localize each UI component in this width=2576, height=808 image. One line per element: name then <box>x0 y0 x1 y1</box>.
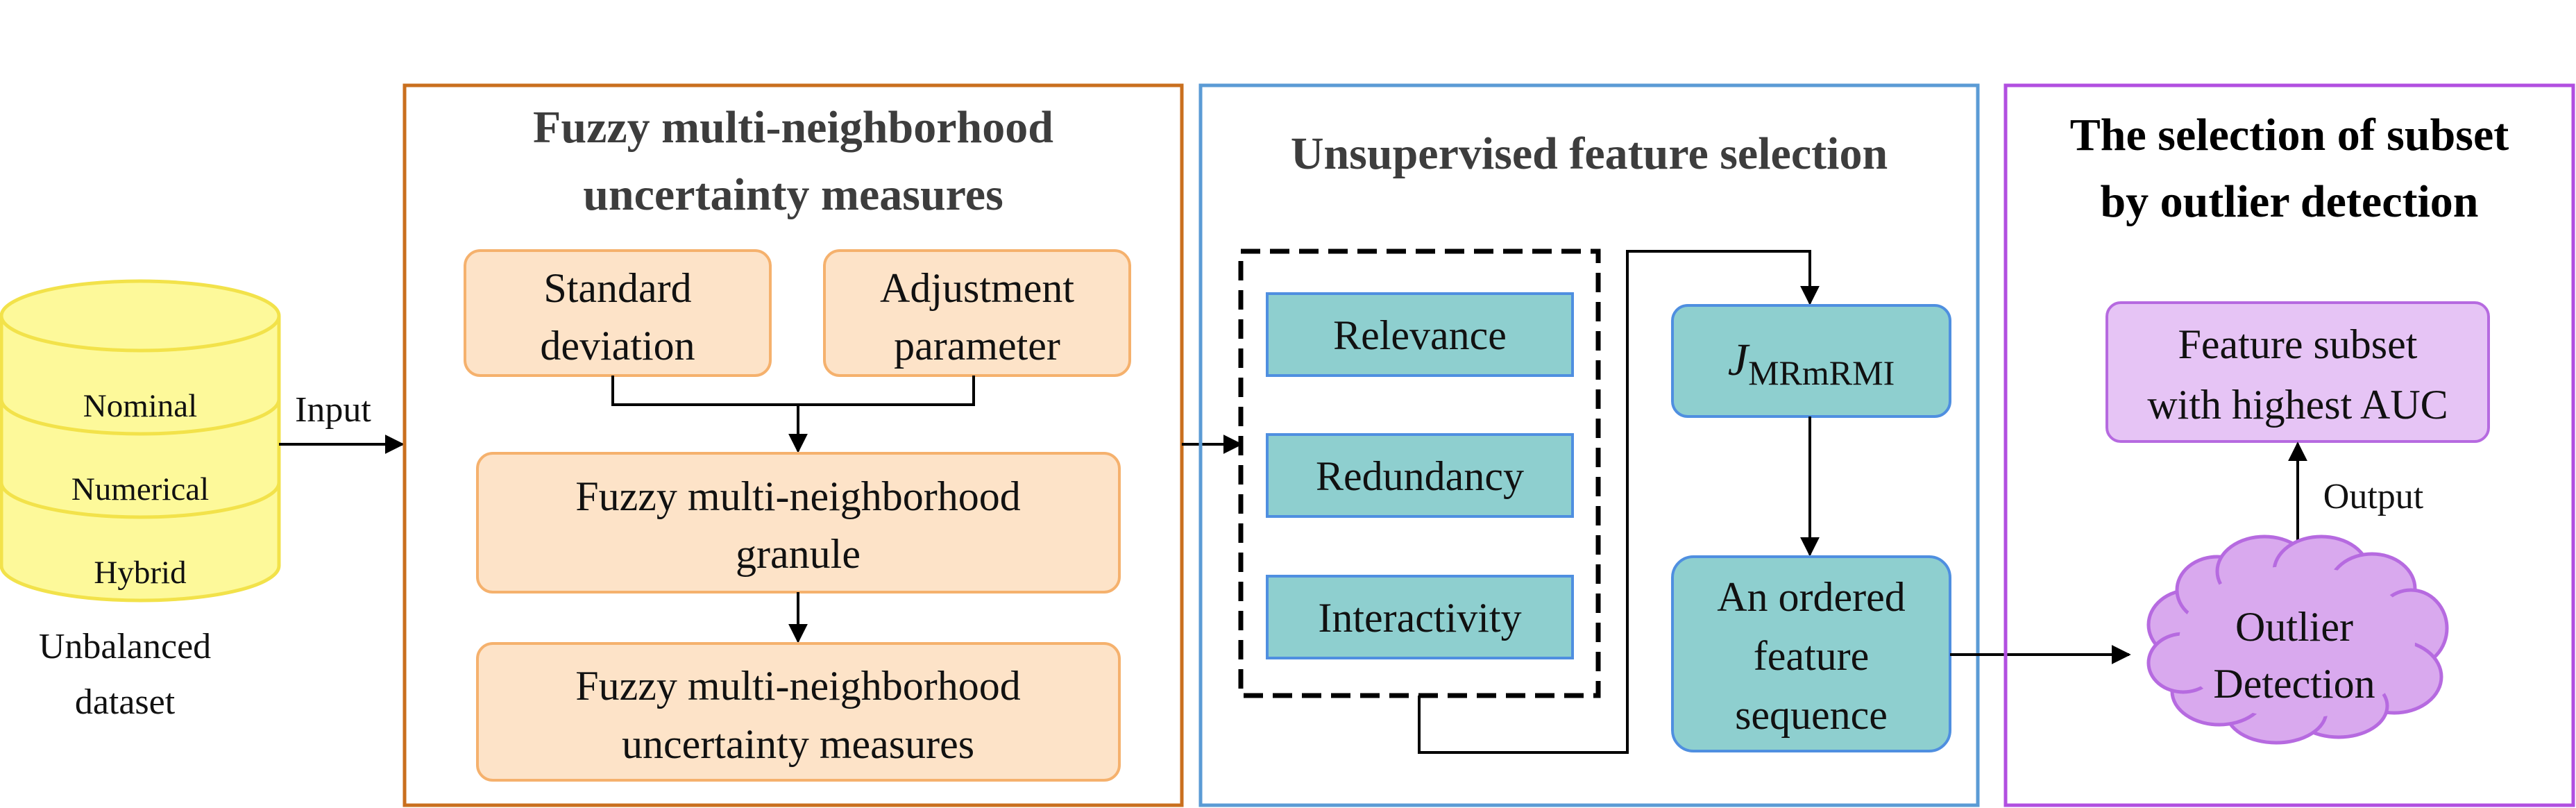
input-label: Input <box>295 390 371 430</box>
dataset-layer-hybrid: Hybrid <box>94 555 186 591</box>
ordered-sequence-line3: sequence <box>1735 692 1888 738</box>
outlier-detection-line2: Detection <box>2213 661 2375 707</box>
uncertainty-measures-line2: uncertainty measures <box>622 721 974 767</box>
relevance-label: Relevance <box>1333 312 1507 358</box>
dataset-layer-numerical: Numerical <box>71 471 209 507</box>
outlier-detection-line1: Outlier <box>2235 604 2353 650</box>
interactivity-box: Interactivity <box>1266 575 1574 659</box>
feature-subset-line2: with highest AUC <box>2147 382 2448 428</box>
j-mrmrmi-label: JMRmRMI <box>1728 335 1895 392</box>
uncertainty-measures-line1: Fuzzy multi-neighborhood <box>575 663 1021 709</box>
standard-deviation-line1: Standard <box>543 265 691 311</box>
criteria-to-j-connector <box>1418 250 1820 754</box>
dataset-cylinder: Nominal Numerical Hybrid <box>0 279 281 603</box>
output-label: Output <box>2323 477 2424 516</box>
interactivity-label: Interactivity <box>1318 595 1521 641</box>
panel-fuzzy-title-line1: Fuzzy multi-neighborhood <box>533 102 1053 153</box>
adjustment-parameter-box: Adjustment parameter <box>823 249 1131 377</box>
redundancy-box: Redundancy <box>1266 433 1574 518</box>
ordered-sequence-line2: feature <box>1754 633 1870 679</box>
panel-selection-title-line2: by outlier detection <box>2100 176 2478 227</box>
feature-subset-box: Feature subset with highest AUC <box>2105 301 2490 443</box>
dataset-caption-line1: Unbalanced <box>39 627 211 666</box>
feature-subset-line1: Feature subset <box>2178 321 2418 367</box>
panel-fuzzy-title-line2: uncertainty measures <box>583 169 1003 220</box>
panel-unsupervised-title: Unsupervised feature selection <box>1291 128 1888 179</box>
adjustment-parameter-line1: Adjustment <box>880 265 1074 311</box>
standard-deviation-line2: deviation <box>540 323 695 369</box>
redundancy-label: Redundancy <box>1316 453 1524 499</box>
j-mrmrmi-box: JMRmRMI <box>1671 304 1951 418</box>
ordered-sequence-box: An ordered feature sequence <box>1671 555 1951 752</box>
relevance-box: Relevance <box>1266 292 1574 377</box>
uncertainty-measures-box: Fuzzy multi-neighborhood uncertainty mea… <box>476 642 1121 782</box>
dataset-caption-line2: dataset <box>75 682 176 722</box>
ordered-sequence-line1: An ordered <box>1717 574 1906 620</box>
standard-deviation-box: Standard deviation <box>464 249 772 377</box>
dataset-layer-nominal: Nominal <box>83 388 197 424</box>
panel-unsupervised-border <box>1198 83 1980 807</box>
merge-connector <box>611 376 975 406</box>
panel-selection-border <box>2003 83 2575 807</box>
granule-line1: Fuzzy multi-neighborhood <box>575 473 1021 519</box>
adjustment-parameter-line2: parameter <box>894 323 1060 369</box>
panel-selection-title-line1: The selection of subset <box>2070 110 2509 160</box>
granule-box: Fuzzy multi-neighborhood granule <box>476 452 1121 594</box>
granule-line2: granule <box>736 531 861 577</box>
outlier-detection-cloud: Outlier Detection <box>2146 535 2449 745</box>
